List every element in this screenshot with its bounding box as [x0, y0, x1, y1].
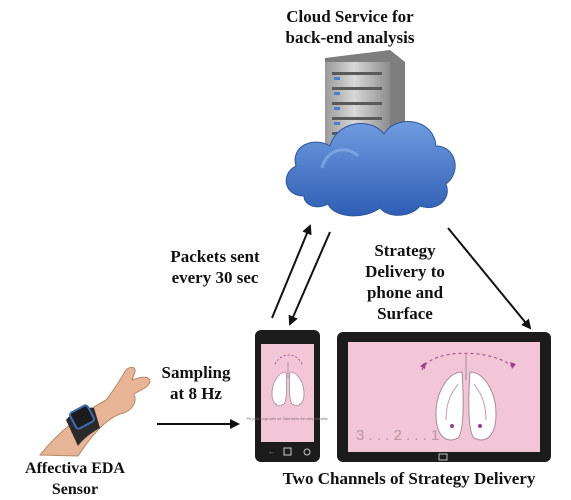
strategy-down-phone-arrow	[288, 231, 331, 326]
phone-back-icon: ←	[268, 448, 275, 456]
strategy-delivery-label: Strategy Delivery to phone and Surface	[365, 241, 445, 323]
tablet-guide-arrow-right	[510, 362, 516, 369]
tablet-breath-guide	[421, 352, 515, 371]
strategy-down-tablet-arrow	[447, 227, 532, 330]
cloud-icon	[285, 121, 456, 217]
sensor-label: Affectiva EDA Sensor	[25, 460, 125, 498]
phone-device: Fill your lungs with air. Take three fun…	[246, 330, 329, 462]
phone-breath-guide	[274, 354, 303, 365]
tablet-windows-icon	[438, 453, 448, 461]
phone-search-icon	[303, 448, 311, 456]
wrist-sensor-icon	[38, 366, 151, 457]
channels-label: Two Channels of Strategy Delivery	[282, 469, 536, 488]
phone-home-icon	[283, 447, 292, 456]
packets-sent-label: Packets sent every 30 sec	[170, 247, 260, 287]
tablet-countdown: 3 . . . 2 . . . 1	[356, 427, 439, 444]
phone-screen	[261, 344, 314, 442]
tablet-lungs-icon	[435, 354, 497, 441]
tablet-guide-arrow-left	[420, 362, 426, 369]
phone-lungs-icon	[271, 362, 305, 406]
cloud-service-title: Cloud Service for back-end analysis	[285, 7, 415, 47]
tablet-dot-right	[478, 424, 482, 428]
tablet-device: 3 . . . 2 . . . 1	[337, 332, 551, 462]
sampling-rate-label: Sampling at 8 Hz	[161, 363, 231, 403]
tablet-dot-left	[450, 424, 454, 428]
phone-caption: Fill your lungs with air. Take three fun…	[246, 417, 328, 421]
packets-up-arrow	[271, 224, 312, 319]
